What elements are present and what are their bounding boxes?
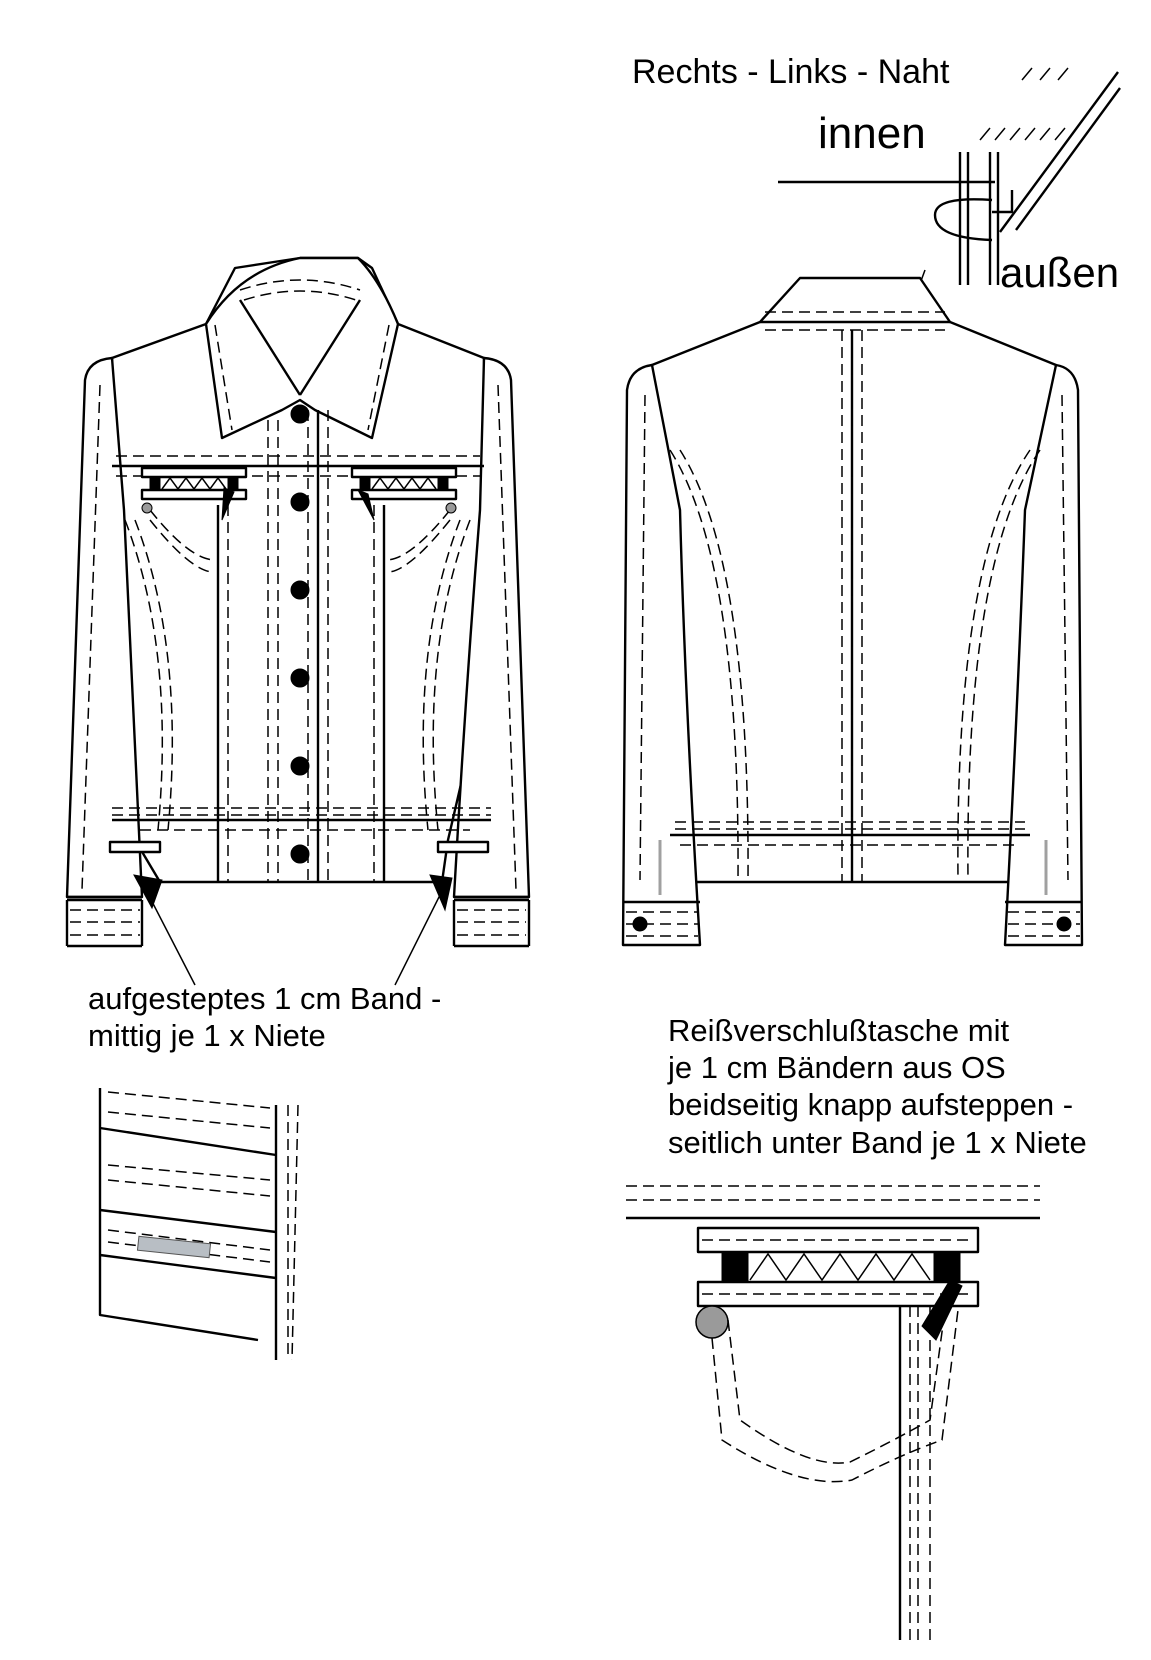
front-zip-pocket-right: [350, 466, 458, 521]
front-cuff-left: [67, 898, 142, 948]
band-note-line-1: aufgesteptes 1 cm Band -: [88, 981, 442, 1016]
band-rivet-detail: [98, 1088, 299, 1361]
rivet-front-left: [141, 502, 153, 514]
zip-note-line-1: Reißverschlußtasche mit: [668, 1013, 1010, 1048]
band-note-arrows: [144, 887, 441, 986]
seam-outside-label: außen: [1000, 249, 1120, 296]
front-buttons: [290, 404, 310, 864]
rivet-detail: [136, 1235, 212, 1259]
band-note-line-2: mittig je 1 x Niete: [88, 1018, 326, 1054]
zip-pocket-detail: [626, 1185, 1040, 1640]
front-hem-band-left: [108, 840, 162, 854]
zip-note-line-2: je 1 cm Bändern aus OS: [668, 1050, 1006, 1086]
jacket-front-view: [65, 256, 531, 948]
seam-detail-title: Rechts - Links - Naht: [632, 53, 950, 91]
zip-pocket-note: Reißverschlußtasche mit je 1 cm Bändern …: [668, 1012, 1087, 1161]
front-cuff-right: [454, 898, 529, 948]
band-note: aufgesteptes 1 cm Band - mittig je 1 x N…: [88, 980, 441, 1054]
seam-inside-label: innen: [818, 109, 926, 158]
rivet-front-right: [445, 502, 457, 514]
rivet-pocket-detail: [695, 1305, 729, 1339]
jacket-back-view: [621, 276, 1084, 947]
front-hem-band-right: [436, 840, 490, 854]
zip-note-line-4: seitlich unter Band je 1 x Niete: [668, 1124, 1087, 1160]
zip-note-line-3: beidseitig knapp aufsteppen -: [668, 1087, 1074, 1123]
front-zip-pocket-left: [140, 466, 248, 521]
seam-cross-section: [778, 67, 1121, 285]
